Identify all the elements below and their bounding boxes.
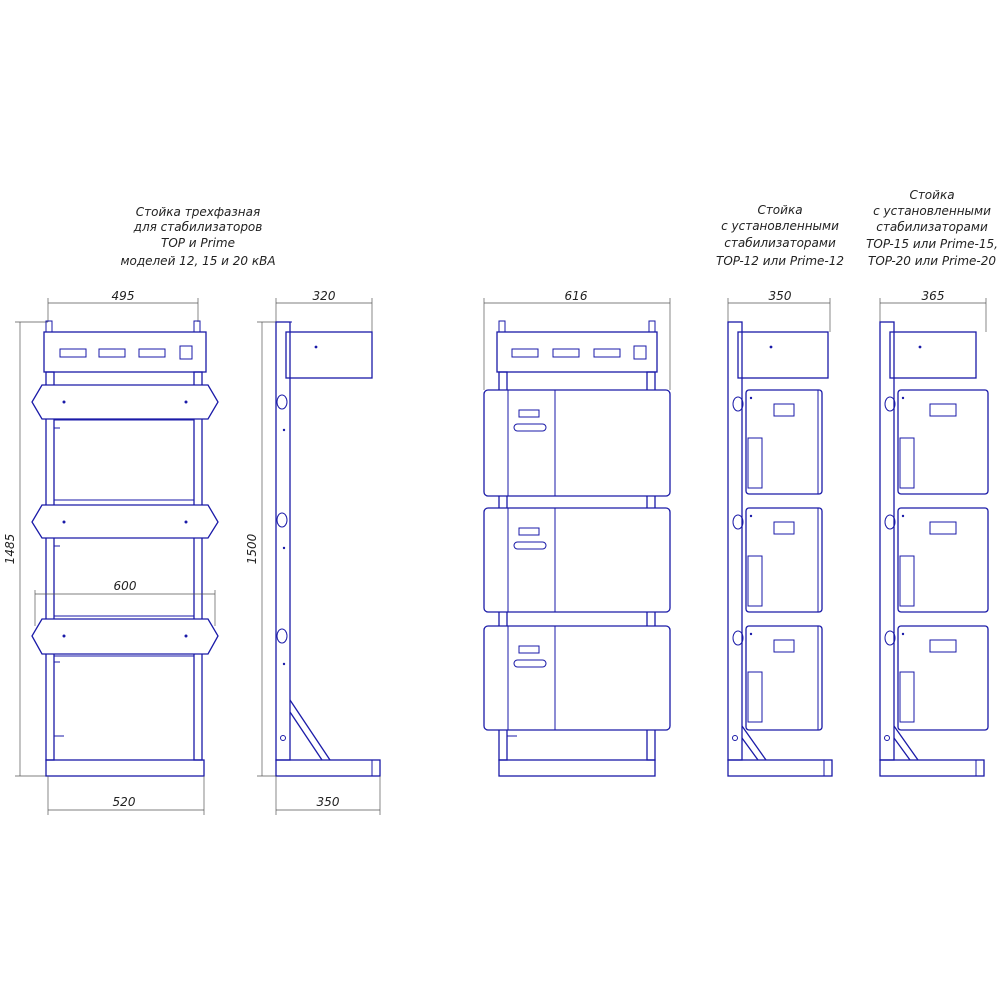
dim-rack-shelf-width: 600	[114, 579, 137, 593]
caption-side12-line-3: стабилизаторами	[724, 236, 836, 250]
dim-side-top-width: 320	[313, 289, 336, 303]
side12-unit-3	[732, 625, 823, 731]
stabilizer-unit-3	[483, 625, 671, 731]
dim-side1520-width: 365	[922, 289, 945, 303]
caption-side1520-line-4: TOP-15 или Prime-15,	[866, 237, 998, 251]
rack-side-view: 320 1500 350	[245, 289, 381, 815]
dim-side12-width: 350	[769, 289, 792, 303]
stabilizer-unit-2	[483, 507, 671, 613]
caption-side1520: Стойка с установленными стабилизаторами …	[866, 188, 998, 268]
dim-assembled-width: 616	[565, 289, 588, 303]
caption-side1520-line-5: TOP-20 или Prime-20	[868, 254, 996, 268]
caption-side1520-line-1: Стойка	[909, 188, 954, 202]
caption-side1520-line-2: с установленными	[873, 204, 991, 218]
dim-rack-height: 1485	[3, 534, 17, 565]
caption-rack-line-4: моделей 12, 15 и 20 кВА	[120, 254, 275, 268]
dim-side-height: 1500	[245, 533, 259, 564]
rack-front-view: 495 1485 600	[3, 289, 219, 815]
side1520-view: 365	[879, 289, 989, 777]
side1520-unit-1	[884, 389, 989, 495]
dim-rack-base-width: 520	[113, 795, 136, 809]
stabilizer-unit-1	[483, 389, 671, 497]
caption-side1520-line-3: стабилизаторами	[876, 220, 988, 234]
caption-side12-line-4: TOP-12 или Prime-12	[716, 254, 844, 268]
side12-unit-1	[732, 389, 823, 495]
caption-side12-line-1: Стойка	[757, 203, 802, 217]
dim-rack-top-width: 495	[112, 289, 135, 303]
caption-rack-line-2: для стабилизаторов	[133, 220, 263, 234]
caption-rack-line-1: Стойка трехфазная	[136, 205, 260, 219]
side12-unit-2	[732, 507, 823, 613]
caption-side12: Стойка с установленными стабилизаторами …	[716, 203, 844, 268]
assembled-front-view: 616	[483, 289, 671, 777]
caption-rack: Стойка трехфазная для стабилизаторов TOP…	[120, 205, 275, 268]
side1520-unit-2	[884, 507, 989, 613]
caption-rack-line-3: TOP и Prime	[161, 236, 235, 250]
caption-side12-line-2: с установленными	[721, 219, 839, 233]
side1520-unit-3	[884, 625, 989, 731]
side12-view: 350	[727, 289, 833, 777]
dim-side-base-width: 350	[317, 795, 340, 809]
